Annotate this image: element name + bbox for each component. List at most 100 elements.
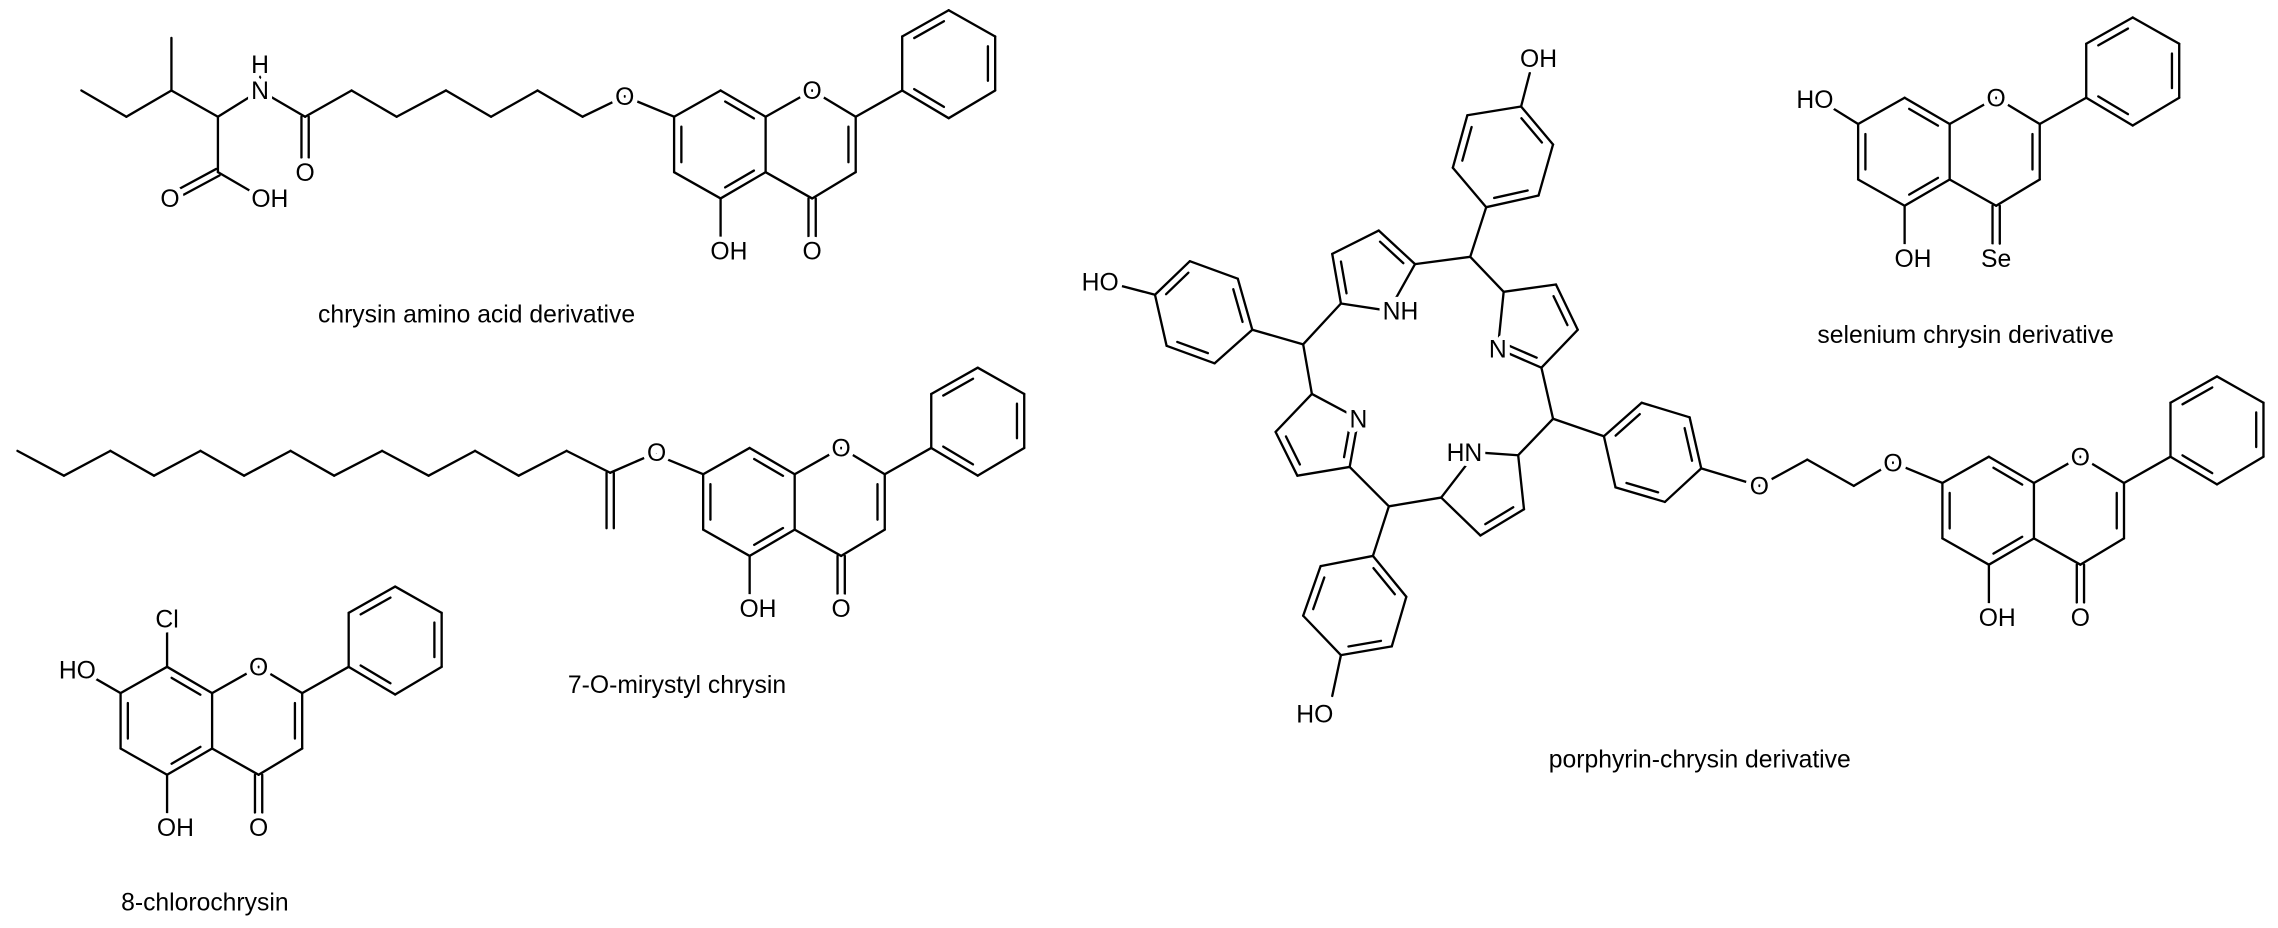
- bond: [2085, 16, 2134, 45]
- bond: [1466, 105, 1523, 117]
- atom-label: O: [1987, 85, 2006, 112]
- bond: [1903, 96, 1951, 126]
- atom-label: O: [249, 655, 268, 682]
- atom-label: N: [1489, 336, 1507, 363]
- bond: [1310, 392, 1360, 420]
- bond: [1339, 645, 1393, 657]
- bond: [1331, 653, 1343, 698]
- bond: [947, 89, 997, 120]
- bond: [119, 665, 169, 695]
- bond: [854, 89, 904, 118]
- atom-label: OH: [1520, 46, 1557, 73]
- bond: [1519, 71, 1531, 108]
- bond: [1540, 366, 1555, 420]
- bond: [489, 89, 539, 118]
- bond: [1520, 117, 1544, 144]
- bond: [289, 449, 336, 477]
- bond: [1891, 461, 1944, 485]
- atom-label: O: [2071, 444, 2090, 471]
- bond: [1387, 496, 1443, 508]
- bond: [810, 89, 857, 118]
- bond: [840, 528, 886, 558]
- bond: [1296, 465, 1351, 477]
- bond: [303, 89, 353, 118]
- bond: [1517, 454, 1526, 511]
- bond: [723, 100, 756, 120]
- bond: [1517, 417, 1555, 457]
- bond: [942, 445, 975, 466]
- bond: [1413, 255, 1472, 266]
- bond: [1484, 506, 1515, 526]
- bond: [1284, 435, 1302, 466]
- bond: [1907, 107, 1940, 127]
- atom-label: OH: [1894, 246, 1931, 273]
- atom-label: O: [803, 78, 822, 105]
- bond: [2181, 454, 2214, 475]
- atom-label: O: [249, 815, 268, 842]
- bond: [1688, 416, 1703, 470]
- bond: [444, 89, 493, 118]
- bond: [2085, 96, 2134, 127]
- bond: [199, 449, 246, 477]
- bond: [1371, 505, 1391, 558]
- bond: [609, 452, 655, 474]
- atom-label: OH: [710, 239, 747, 266]
- bond: [1188, 260, 1239, 280]
- bond: [748, 528, 796, 558]
- bond: [753, 526, 785, 547]
- bond: [1551, 417, 1606, 438]
- bond: [257, 747, 304, 776]
- bond: [1826, 103, 1860, 126]
- bond: [2215, 455, 2265, 486]
- atom-label: O: [832, 436, 851, 463]
- atom-label: HO: [1796, 87, 1833, 114]
- bond: [1496, 290, 1505, 350]
- bond: [701, 446, 751, 476]
- bond: [1519, 105, 1555, 146]
- bond: [394, 665, 443, 696]
- bond: [1552, 295, 1569, 327]
- bond: [947, 9, 997, 38]
- bond: [2079, 455, 2126, 485]
- bond: [1856, 178, 1906, 207]
- bond: [1331, 252, 1343, 305]
- atom-label: OH: [157, 815, 194, 842]
- bond: [210, 747, 260, 776]
- bond: [1625, 481, 1660, 494]
- bond: [701, 528, 751, 558]
- bond: [62, 449, 112, 477]
- bond: [473, 449, 520, 477]
- bond: [1348, 417, 1360, 469]
- bond: [1451, 166, 1488, 209]
- bond: [1232, 288, 1244, 324]
- bond: [1164, 271, 1190, 296]
- bond: [2097, 95, 2130, 116]
- bond: [2032, 455, 2082, 485]
- bond: [1347, 639, 1383, 648]
- bond: [913, 87, 946, 109]
- bond: [976, 366, 1026, 396]
- bond: [1339, 302, 1391, 312]
- atom-label: HN: [1447, 440, 1483, 467]
- bond: [1342, 425, 1351, 459]
- bond: [1640, 401, 1691, 419]
- bond: [2169, 375, 2219, 404]
- bond: [1994, 178, 2041, 207]
- atom-label: O: [1883, 450, 1902, 477]
- bond: [1474, 451, 1520, 457]
- bond: [1852, 461, 1895, 488]
- bond: [810, 171, 857, 200]
- bond: [1987, 537, 2036, 566]
- bonds-layer: [16, 9, 2265, 814]
- atom-label: HO: [59, 657, 96, 684]
- bond: [1440, 451, 1478, 499]
- bond: [748, 446, 796, 476]
- bond: [1941, 537, 1991, 566]
- atom-label: Se: [1981, 246, 2011, 273]
- bond: [1507, 344, 1538, 359]
- bond: [1371, 554, 1408, 598]
- atom-label: O: [832, 596, 851, 623]
- atom-label: N: [251, 78, 269, 105]
- bond: [1479, 508, 1526, 537]
